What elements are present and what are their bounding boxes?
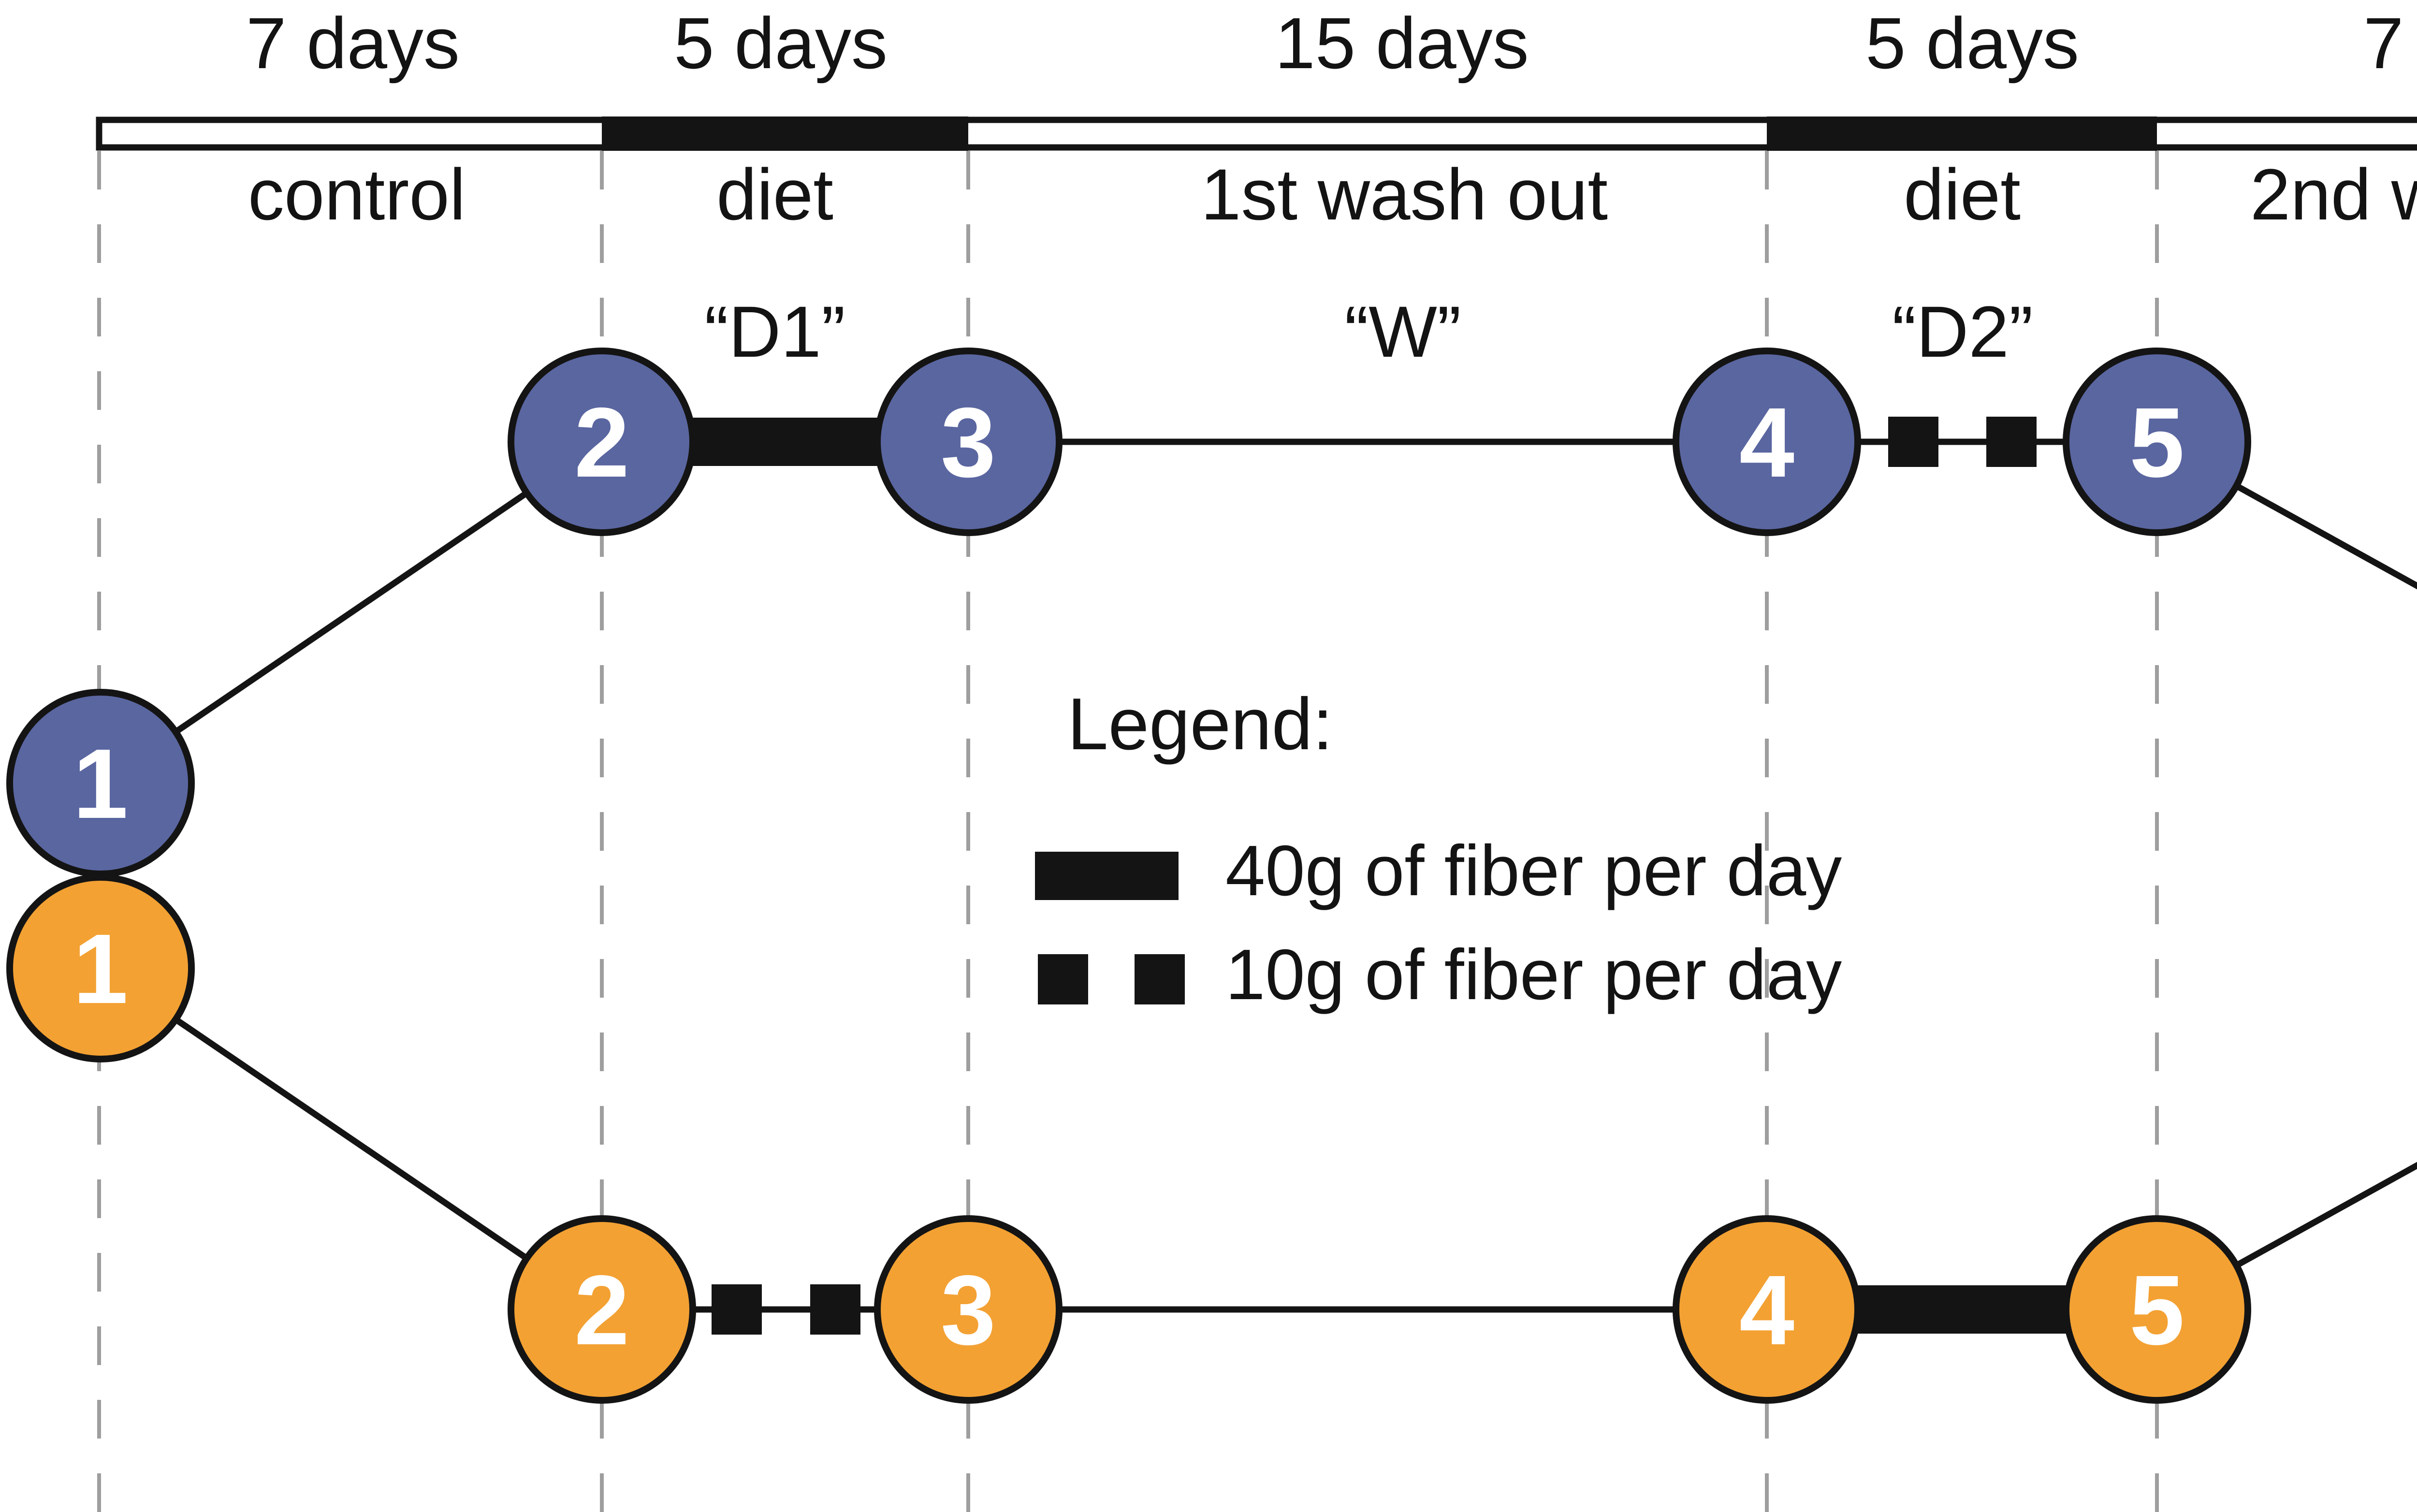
- orange-visit-4-number: 4: [1739, 1255, 1794, 1366]
- orange-visit-2-number: 2: [574, 1255, 629, 1366]
- orange-visit-3-circle: [874, 1215, 1063, 1404]
- legend-title: Legend:: [1067, 683, 1333, 765]
- blue-visit-4-circle: [1673, 348, 1861, 536]
- period-code-d2: “D2”: [1892, 291, 2033, 372]
- period-code-w: “W”: [1344, 291, 1461, 372]
- orange-visit-1-circle: [6, 874, 195, 1062]
- orange-visit-5-circle: [2063, 1215, 2251, 1404]
- diet-period-bar-2: [1767, 116, 2157, 151]
- blue-visit-5-number: 5: [2129, 387, 2184, 498]
- orange-connector-2-3-square-2: [810, 1284, 860, 1335]
- blue-connector-4-5-square-1: [1888, 417, 1938, 467]
- legend-label-40g: 40g of fiber per day: [1225, 831, 1842, 911]
- duration-label-washout-1: 15 days: [1275, 2, 1529, 84]
- orange-connector-1-2: [99, 965, 604, 1312]
- blue-connector-5-6: [2155, 439, 2417, 590]
- orange-visit-3-number: 3: [941, 1255, 996, 1366]
- orange-connector-5-6: [2155, 1162, 2417, 1312]
- blue-visit-3-number: 3: [941, 387, 996, 498]
- orange-connector-2-3-square-1: [712, 1284, 762, 1335]
- orange-visit-2-circle: [508, 1215, 696, 1404]
- blue-visit-5-circle: [2063, 348, 2251, 536]
- phase-label-diet-2: diet: [1904, 154, 2021, 235]
- period-code-d1: “D1”: [704, 291, 845, 372]
- timeline-bar: [96, 116, 2417, 151]
- legend-label-10g: 10g of fiber per day: [1225, 935, 1842, 1015]
- phase-label-washout-1: 1st wash out: [1200, 154, 1608, 235]
- blue-visit-1-number: 1: [73, 728, 128, 839]
- orange-arm-nodes: 1 2 3 4 5 6: [6, 874, 2251, 1404]
- blue-connector-4-5-square-2: [1986, 417, 2037, 467]
- duration-label-diet-1: 5 days: [674, 2, 888, 84]
- duration-label-washout-2: 7 days: [2363, 2, 2417, 84]
- blue-visit-4-number: 4: [1739, 387, 1794, 498]
- blue-visit-2-circle: [508, 348, 696, 536]
- blue-visit-3-circle: [874, 348, 1063, 536]
- blue-arm-nodes: 1 2 3 4 5 6: [6, 348, 2251, 877]
- duration-label-diet-2: 5 days: [1865, 2, 2079, 84]
- legend-swatch-thick-bar: [1035, 852, 1179, 900]
- duration-label-control: 7 days: [246, 2, 460, 84]
- orange-visit-1-number: 1: [73, 914, 128, 1024]
- diet-period-bar-1: [602, 116, 968, 151]
- orange-visit-5-number: 5: [2129, 1255, 2184, 1366]
- phase-label-diet-1: diet: [716, 154, 833, 235]
- phase-label-control: control: [248, 154, 466, 235]
- blue-visit-2-number: 2: [574, 387, 629, 498]
- orange-visit-4-circle: [1673, 1215, 1861, 1404]
- blue-connector-1-2: [99, 439, 604, 786]
- legend-swatch-square-2: [1135, 954, 1185, 1004]
- legend-swatch-square-1: [1038, 954, 1088, 1004]
- phase-label-washout-2: 2nd wash out: [2250, 154, 2417, 235]
